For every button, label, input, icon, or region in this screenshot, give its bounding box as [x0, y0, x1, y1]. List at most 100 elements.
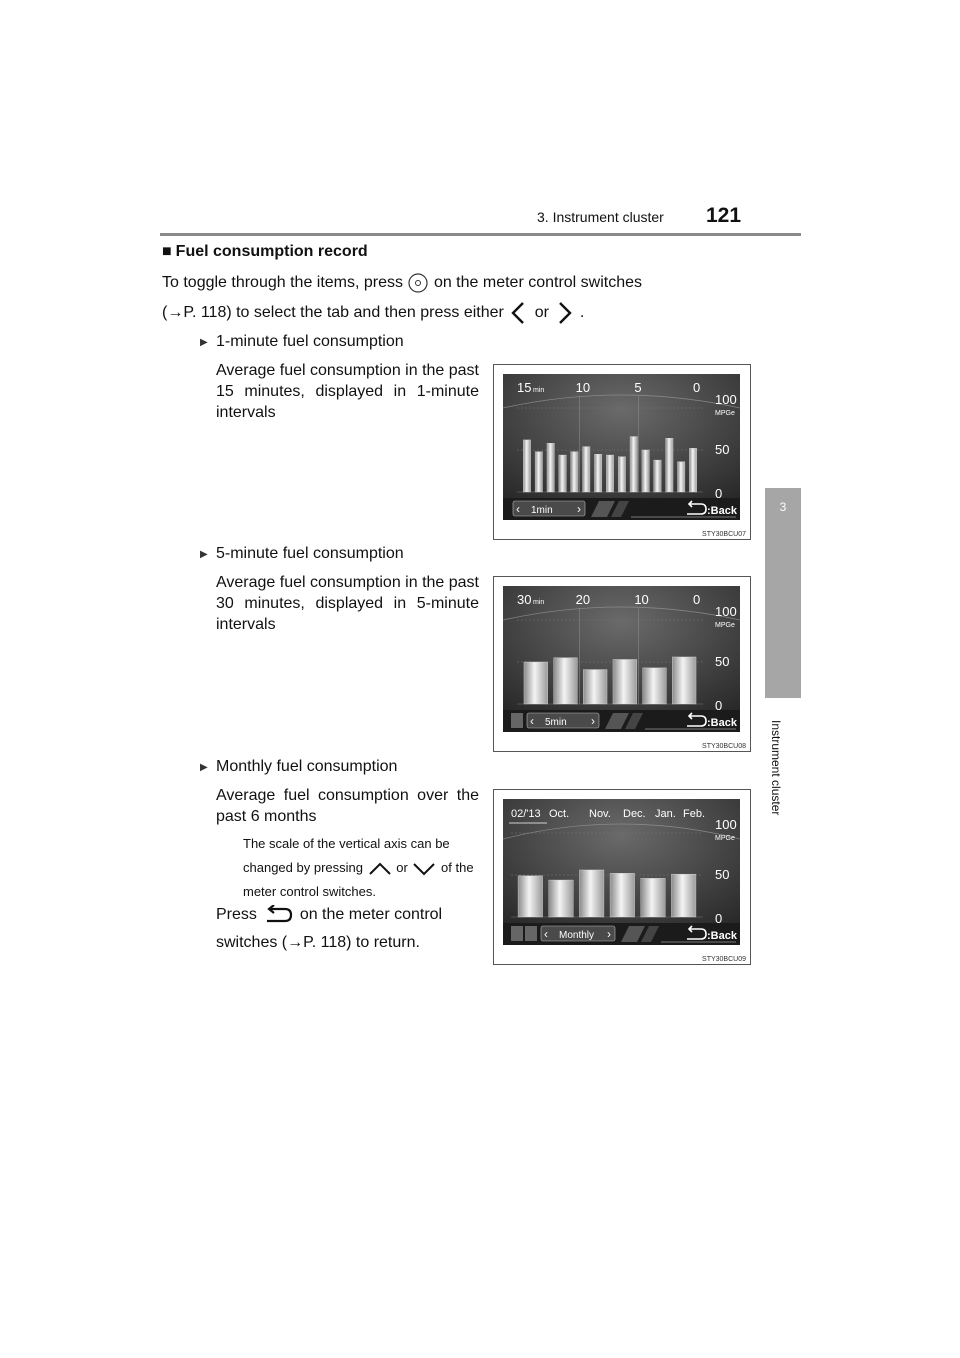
intro-text-a: To toggle through the items, press [162, 274, 404, 291]
item-1-title: 1-minute fuel consumption [200, 333, 404, 351]
section-title: ■Fuel consumption record [162, 243, 368, 261]
bar [570, 451, 579, 493]
y-unit-label: MPGe [715, 410, 735, 417]
bar [665, 438, 674, 493]
tab-chevron-right: › [591, 714, 595, 728]
x-tick-label: 10 [634, 592, 648, 607]
item-2-title: 5-minute fuel consumption [200, 545, 404, 563]
scale-note: The scale of the vertical axis can be ch… [243, 832, 479, 904]
tab-stripe [605, 713, 629, 729]
bar [629, 436, 638, 493]
chevron-down-icon [413, 862, 436, 875]
screen-background [503, 374, 740, 520]
intro-text-b: on the meter control switches [433, 274, 643, 291]
intro-line-1: To toggle through the items, press on th… [162, 268, 642, 298]
chapter-tab-number: 3 [779, 500, 787, 514]
back-arrow-head [687, 925, 693, 933]
x-unit-label: min [533, 599, 544, 606]
item-3-description: Average fuel consumption over the past 6… [216, 787, 479, 825]
back-return-icon [687, 928, 707, 940]
y-tick-label: 50 [715, 442, 729, 457]
x-unit-label: min [533, 387, 544, 394]
bar [558, 454, 567, 493]
bar [548, 879, 574, 918]
x-tick-label: 0 [693, 592, 700, 607]
figure-code: STY30BCU08 [702, 743, 746, 750]
y-tick-label: 0 [715, 486, 722, 501]
closing-text-a: Press [216, 906, 257, 923]
back-label: :Back [707, 930, 738, 942]
back-return-icon [267, 904, 293, 922]
running-header: 3. Instrument cluster [537, 209, 664, 225]
bar [642, 667, 667, 705]
closing-text-c: switches ( [216, 934, 288, 951]
bar [582, 446, 591, 493]
tab-chevron-left: ‹ [544, 927, 548, 941]
note-or: or [396, 860, 408, 875]
tab-selector [526, 712, 600, 729]
tab-chevron-left: ‹ [530, 714, 534, 728]
ok-button-icon [408, 273, 429, 293]
back-label: :Back [707, 717, 738, 729]
x-tick-label: 10 [576, 380, 590, 395]
bar [672, 656, 697, 705]
bar [517, 875, 543, 918]
back-label: :Back [707, 505, 738, 517]
screen-arc [503, 394, 740, 409]
x-tick-label: Feb. [683, 808, 705, 820]
arrow-icon: → [287, 934, 304, 951]
bar [546, 443, 555, 493]
y-tick-label: 0 [715, 698, 722, 713]
bar [617, 456, 626, 493]
tab-selector [540, 925, 616, 942]
bar [583, 669, 608, 705]
chevron-up-icon [368, 862, 391, 875]
intro-period: . [579, 304, 585, 321]
closing-text-d: P. 118) to return. [303, 934, 420, 951]
intro-paren: ( [162, 304, 168, 321]
tab-stripe [611, 501, 629, 517]
page-number: 121 [706, 204, 742, 227]
closing-line-2: switches (→P. 118) to return. [216, 928, 420, 958]
back-return-icon [687, 715, 707, 727]
tab-indicator [511, 713, 523, 728]
arrow-icon: → [167, 304, 184, 321]
bar [606, 454, 614, 493]
bar [534, 451, 543, 493]
bar [609, 873, 635, 918]
chapter-tab [765, 488, 801, 698]
y-tick-label: 50 [715, 654, 729, 669]
bar [689, 448, 697, 493]
note-text-a: The scale of the vertical axis can be ch… [243, 836, 450, 875]
tab-chevron-right: › [577, 502, 581, 516]
figure-code: STY30BCU07 [702, 531, 746, 538]
bar [594, 453, 603, 493]
y-tick-label: 50 [715, 867, 729, 882]
tab-chevron-right: › [607, 927, 611, 941]
tab-indicator [525, 926, 537, 941]
tab-label: Monthly [559, 930, 594, 941]
square-bullet-icon: ■ [162, 243, 172, 260]
bar [612, 659, 637, 705]
closing-text-b: on the meter control [299, 906, 443, 923]
x-tick-label: 20 [576, 592, 590, 607]
bar [579, 869, 605, 918]
bar [523, 661, 548, 705]
bar [553, 657, 578, 705]
x-tick-label: 30 [517, 592, 531, 607]
tab-indicator [511, 926, 523, 941]
x-tick-label: Jan. [655, 808, 676, 820]
x-tick-label: Dec. [623, 808, 646, 820]
x-tick-label: 02/'13 [511, 808, 541, 820]
section-title-text: Fuel consumption record [175, 243, 368, 260]
item-1-description: Average fuel consumption in the past 15 … [216, 362, 479, 421]
x-tick-label: 15 [517, 380, 531, 395]
